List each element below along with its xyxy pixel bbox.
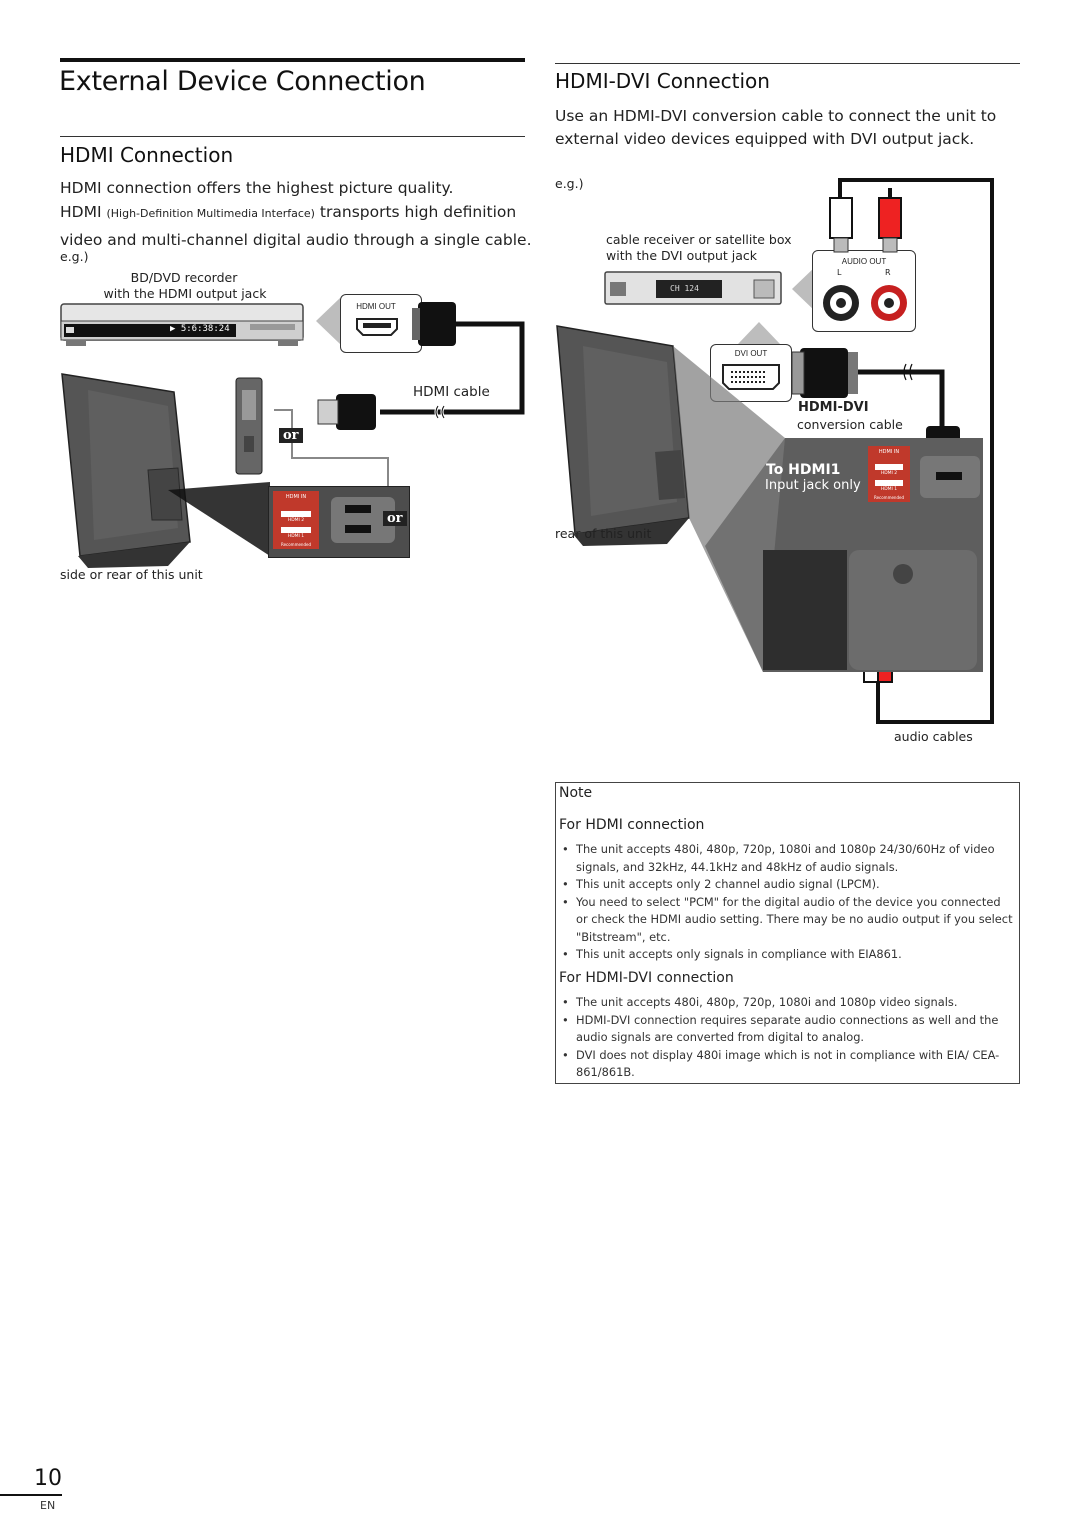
- hdmi-in-port2-icon: [281, 511, 311, 517]
- audio-out-label: AUDIO OUT: [841, 257, 887, 266]
- hdmi-in-port1-label-right: HDMI 1: [880, 487, 898, 492]
- hdmi-text-line3: video and multi-channel digital audio th…: [60, 231, 532, 249]
- tv-side-view: [61, 373, 389, 568]
- audio-l-label: L: [837, 268, 842, 277]
- dvi-port-icon: [722, 364, 780, 390]
- hdmi-in-panel: HDMI IN HDMI 2 HDMI 1 Recommended: [268, 486, 410, 558]
- audio-cable: [829, 178, 994, 724]
- hdmi-text-line1: HDMI connection offers the highest pictu…: [60, 179, 454, 197]
- hdmi-in-port2-label: HDMI 2: [287, 518, 305, 523]
- hdmi-text-line2-b: (High-Definition Multimedia Interface): [106, 207, 315, 220]
- note-hdmi-list: The unit accepts 480i, 480p, 720p, 1080i…: [556, 841, 1014, 964]
- note-title: Note: [559, 785, 593, 801]
- hdmi-in-socket-block-right: [920, 456, 980, 498]
- dvi-out-label: DVI OUT: [734, 349, 768, 358]
- bd-dvd-recorder: ▶ 5:6:38:24: [60, 303, 304, 346]
- dvi-device-label-2: with the DVI output jack: [606, 248, 758, 263]
- rca-jacks-icon: [823, 285, 907, 321]
- note-dvi-list: The unit accepts 480i, 480p, 720p, 1080i…: [556, 994, 1014, 1082]
- dvi-unit-label: rear of this unit: [555, 526, 652, 541]
- hdmi-in-port2-label-right: HDMI 2: [880, 471, 898, 476]
- note-hdmi-item: This unit accepts only 2 channel audio s…: [556, 876, 1014, 894]
- hdmi-port-icon: [356, 318, 398, 336]
- audio-out-jack: AUDIO OUT L R: [812, 250, 916, 332]
- note-dvi-item: HDMI-DVI connection requires separate au…: [556, 1012, 1014, 1047]
- tv-rear-view: [556, 325, 983, 672]
- to-hdmi1-label-1: To HDMI1: [766, 462, 841, 478]
- hdmi-dvi-eg-label: e.g.): [555, 176, 584, 191]
- hdmi-in-socket-1: [345, 525, 371, 533]
- hdmi-eg-label: e.g.): [60, 249, 89, 264]
- hdmi-in-title: HDMI IN: [285, 494, 307, 500]
- note-dvi-heading: For HDMI-DVI connection: [559, 970, 734, 986]
- note-box: Note For HDMI connection The unit accept…: [555, 782, 1020, 1084]
- hdmi-in-port1-icon: [281, 527, 311, 533]
- hdmi-rule: [60, 136, 525, 137]
- hdmi-text-line2-c: transports high definition: [319, 203, 517, 221]
- note-dvi-item: DVI does not display 480i image which is…: [556, 1047, 1014, 1082]
- lang-code: EN: [40, 1499, 56, 1512]
- bd-display: 5:6:38:24: [180, 324, 230, 334]
- hdmi-in-recommended-right: Recommended: [873, 495, 905, 500]
- hdmi-in-port1-label: HDMI 1: [287, 534, 305, 539]
- conv-cable-label-1: HDMI-DVI: [798, 400, 869, 415]
- cable-box-display: CH 124: [670, 284, 699, 293]
- audio-pointer-arrow-icon: [792, 266, 816, 312]
- cable-receiver-drawing: [604, 271, 782, 305]
- hdmi-dvi-cable: [792, 348, 960, 489]
- hdmi-or-label-2: or: [383, 511, 407, 526]
- hdmi-in-port2-icon-right: [875, 464, 903, 470]
- pointer-arrow-icon: [316, 298, 340, 344]
- hdmi-heading: HDMI Connection: [60, 143, 234, 167]
- hdmi-in-badge-right: HDMI IN HDMI 2 HDMI 1 Recommended: [868, 446, 910, 502]
- hdmi-in-title-right: HDMI IN: [878, 449, 900, 455]
- to-hdmi1-label-2: Input jack only: [765, 478, 861, 493]
- hdmi-out-label: HDMI OUT: [356, 302, 396, 311]
- hdmi-text-line2: HDMI (High-Definition Multimedia Interfa…: [60, 203, 516, 221]
- page-number: 10: [34, 1466, 62, 1491]
- cable-receiver-box: CH 124: [604, 270, 784, 310]
- hdmi-in-recommended: Recommended: [280, 542, 312, 547]
- note-hdmi-item: This unit accepts only signals in compli…: [556, 946, 1014, 964]
- hdmi-text-line2-a: HDMI: [60, 203, 102, 221]
- hdmi-in-port1-icon-right: [875, 480, 903, 486]
- hdmi-in-badge: HDMI IN HDMI 2 HDMI 1 Recommended: [273, 491, 319, 549]
- audio-cables-label: audio cables: [894, 729, 973, 744]
- note-hdmi-item: The unit accepts 480i, 480p, 720p, 1080i…: [556, 841, 1014, 876]
- title-rule: [60, 58, 525, 62]
- hdmi-cable: [317, 302, 525, 430]
- hdmi-in-panel-right: HDMI IN HDMI 2 HDMI 1 Recommended: [866, 444, 986, 506]
- hdmi-dvi-intro-1: Use an HDMI-DVI conversion cable to conn…: [555, 107, 997, 125]
- hdmi-dvi-rule: [555, 63, 1020, 64]
- footer-rule: [0, 1494, 62, 1496]
- bd-dvd-recorder-drawing: [60, 303, 304, 346]
- conv-cable-label-2: conversion cable: [797, 417, 903, 432]
- hdmi-in-socket-2: [345, 505, 371, 513]
- hdmi-in-socket-right: [936, 472, 962, 480]
- audio-r-label: R: [885, 268, 891, 277]
- note-dvi-item: The unit accepts 480i, 480p, 720p, 1080i…: [556, 994, 1014, 1012]
- hdmi-device-label-1: BD/DVD recorder: [130, 270, 238, 285]
- hdmi-or-label-1: or: [279, 428, 303, 443]
- hdmi-unit-label: side or rear of this unit: [60, 567, 203, 582]
- hdmi-dvi-intro-2: external video devices equipped with DVI…: [555, 130, 975, 148]
- hdmi-cable-label: HDMI cable: [413, 384, 490, 400]
- note-hdmi-heading: For HDMI connection: [559, 817, 705, 833]
- dvi-device-label-1: cable receiver or satellite box: [606, 232, 792, 247]
- page-title: External Device Connection: [59, 66, 426, 97]
- hdmi-dvi-heading: HDMI-DVI Connection: [555, 69, 770, 93]
- hdmi-device-label-2: with the HDMI output jack: [103, 286, 267, 301]
- dvi-up-arrow-icon: [738, 322, 780, 344]
- note-hdmi-item: You need to select "PCM" for the digital…: [556, 894, 1014, 947]
